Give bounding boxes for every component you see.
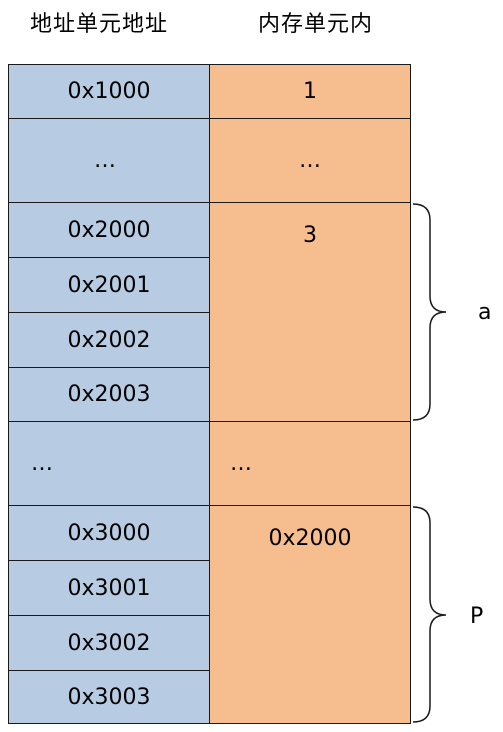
memory-ellipsis-cell: … <box>209 118 411 203</box>
address-cell: 0x2003 <box>8 367 210 422</box>
memory-column-header: 内存单元内 <box>258 12 374 37</box>
variable-label-a: a <box>478 300 492 325</box>
address-cell: 0x1000 <box>8 64 210 119</box>
address-cell: 0x3003 <box>8 670 210 724</box>
address-cell: 0x3001 <box>8 560 210 616</box>
memory-block-p: 0x2000 <box>209 505 411 724</box>
brace-a <box>412 203 447 421</box>
address-cell: 0x3002 <box>8 615 210 671</box>
address-cell: 0x2000 <box>8 202 210 258</box>
memory-ellipsis-cell: … <box>209 421 411 506</box>
memory-cell: 1 <box>209 64 411 119</box>
address-ellipsis-cell: … <box>8 421 210 506</box>
address-column-header: 地址单元地址 <box>30 12 169 37</box>
variable-label-p: P <box>470 604 484 629</box>
address-cell: 0x3000 <box>8 505 210 561</box>
brace-p <box>412 506 447 723</box>
address-cell: 0x2002 <box>8 312 210 368</box>
address-ellipsis-cell: … <box>8 118 210 203</box>
memory-block-a: 3 <box>209 202 411 422</box>
address-cell: 0x2001 <box>8 257 210 313</box>
